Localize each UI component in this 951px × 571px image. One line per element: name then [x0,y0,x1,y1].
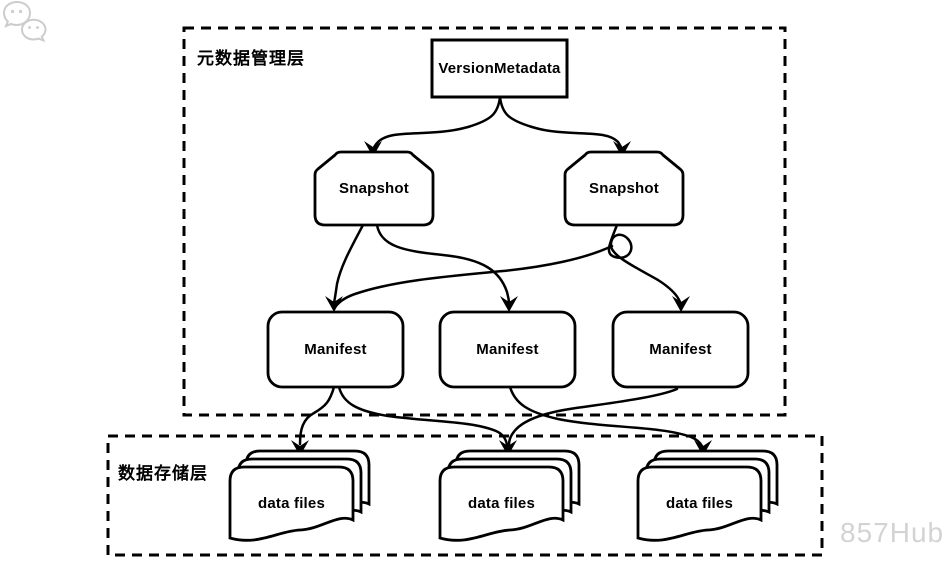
wechat-icon [2,0,47,43]
data-files-stack-3 [636,449,779,542]
watermark-text: 857Hub [840,517,945,548]
storage-layer-box [106,434,824,557]
snapshot-shape-1 [313,150,435,227]
arrowhead-datafiles-2 [499,440,517,456]
arrowhead-datafiles-1 [291,440,309,456]
edge-snapshot-2-manifest-3 [607,223,682,304]
edge-snapshot-1-manifest-1 [332,223,365,305]
arrowhead-manifest-1 [325,296,343,312]
data-files-stack-2 [438,449,581,542]
arrowhead-snapshot-2 [613,141,631,157]
manifest-shape-1 [266,310,405,389]
data-files-stack-1 [228,449,371,542]
edge-snapshot-1-manifest-2 [375,223,511,305]
edge-manifest-1-datafiles-1 [298,385,336,446]
edge-manifest-1-datafiles-2 [337,385,509,447]
arrowhead-snapshot-1 [364,141,382,157]
storage-layer-label: 数据存储层 [118,464,208,483]
edge-manifest-3-datafiles-2 [507,387,679,447]
arrowhead-manifest-3 [672,296,690,312]
edge-manifest-2-datafiles-3 [508,385,704,448]
arrowhead-manifest-2 [500,296,518,312]
edge-snapshot-2-manifest-1 [334,244,614,308]
manifest-shape-3 [611,310,750,389]
version-metadata-box [430,38,569,99]
edge-versionmetadata-snapshot-2 [498,95,624,152]
metadata-layer-label: 元数据管理层 [197,49,305,68]
manifest-shape-2 [438,310,577,389]
arrowhead-datafiles-3 [694,440,712,456]
snapshot-shape-2 [563,150,685,227]
edge-versionmetadata-snapshot-1 [371,95,502,152]
